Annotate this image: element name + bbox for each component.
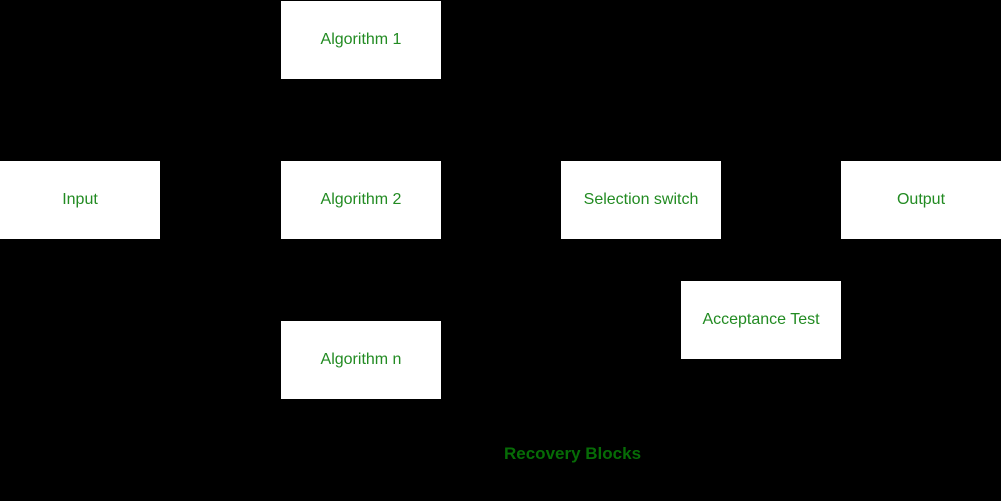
diagram-node-algorithm-2: Algorithm 2 bbox=[281, 161, 441, 239]
diagram-node-acceptance-test: Acceptance Test bbox=[681, 281, 841, 359]
diagram-node-output: Output bbox=[841, 161, 1001, 239]
diagram-node-algorithm-1: Algorithm 1 bbox=[281, 1, 441, 79]
node-label-input: Input bbox=[62, 191, 98, 208]
node-label-selection-switch: Selection switch bbox=[583, 191, 699, 208]
node-label-algorithm-2: Algorithm 2 bbox=[320, 191, 402, 208]
diagram-node-algorithm-n: Algorithm n bbox=[281, 321, 441, 399]
node-label-acceptance-test: Acceptance Test bbox=[702, 311, 820, 328]
diagram-node-selection-switch: Selection switch bbox=[561, 161, 721, 239]
node-label-algorithm-1: Algorithm 1 bbox=[320, 31, 402, 48]
node-label-algorithm-n: Algorithm n bbox=[320, 351, 402, 368]
diagram-node-input: Input bbox=[0, 161, 160, 239]
diagram-caption: Recovery Blocks bbox=[504, 444, 642, 463]
node-label-output: Output bbox=[896, 191, 946, 208]
